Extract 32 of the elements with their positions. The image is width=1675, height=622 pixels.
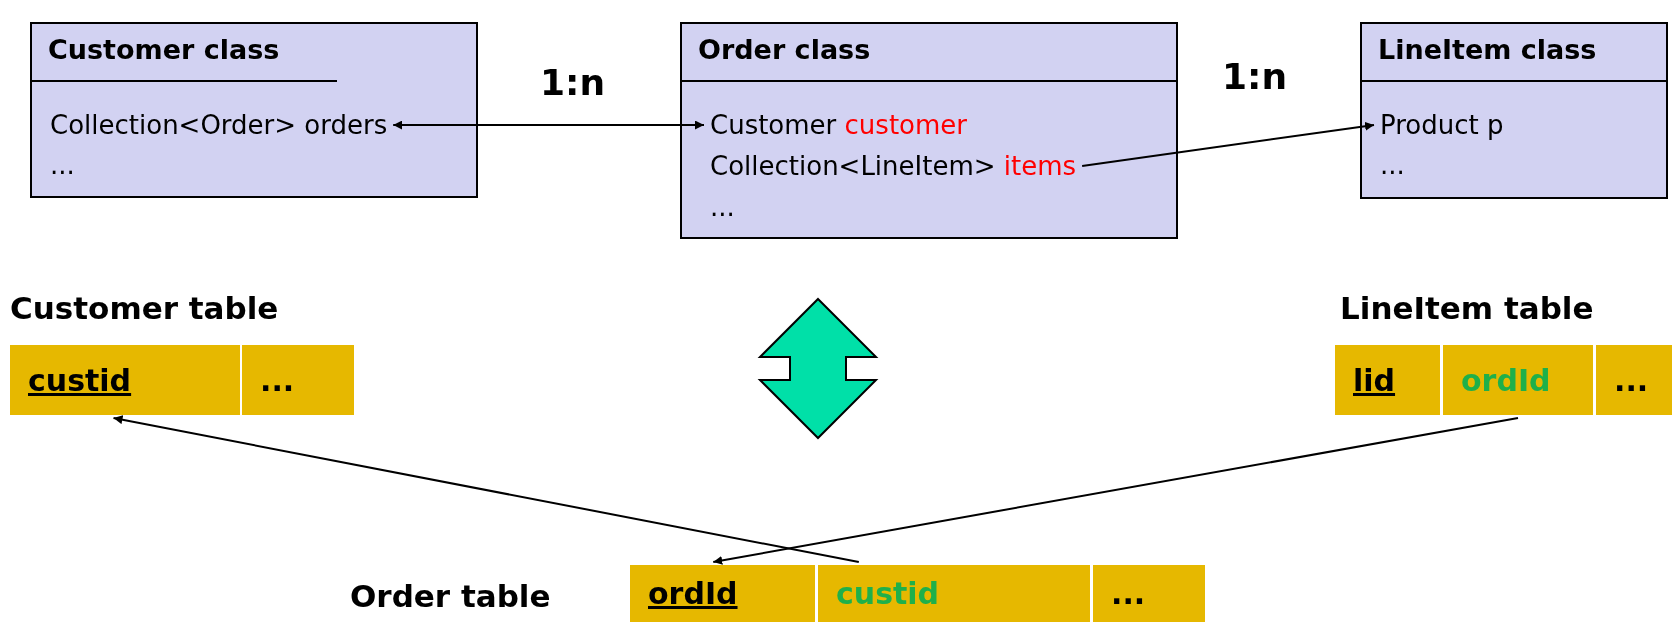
table-heading: Order table bbox=[350, 578, 551, 614]
attribute-name: customer bbox=[844, 110, 967, 140]
class-box bbox=[1360, 22, 1668, 199]
arrow bbox=[112, 415, 860, 563]
class-name: Customer class bbox=[48, 34, 280, 65]
table-cell: ... bbox=[1596, 345, 1672, 415]
attribute-text: Collection<Order> orders bbox=[50, 110, 388, 140]
class-name: Order class bbox=[698, 34, 871, 65]
table-cell: ordId bbox=[1443, 345, 1593, 415]
attribute-name: items bbox=[1003, 151, 1077, 181]
arrow bbox=[712, 417, 1519, 565]
table-heading: LineItem table bbox=[1340, 290, 1594, 326]
attribute-text: Product p bbox=[1380, 110, 1504, 140]
edge-label: 1:n bbox=[540, 62, 606, 103]
table-cell: lid bbox=[1335, 345, 1440, 415]
table-heading: Customer table bbox=[10, 290, 279, 326]
class-box bbox=[30, 22, 478, 198]
arrow bbox=[1081, 121, 1375, 167]
attribute-text: ... bbox=[50, 150, 75, 180]
table-cell: custid bbox=[818, 565, 1090, 622]
attribute-text: ... bbox=[1380, 150, 1405, 180]
class-box bbox=[680, 22, 1178, 239]
attribute-text: ... bbox=[710, 192, 735, 222]
class-name: LineItem class bbox=[1378, 34, 1597, 65]
table-cell: ordId bbox=[630, 565, 815, 622]
attribute-type: Customer bbox=[710, 110, 837, 140]
arrow bbox=[392, 120, 705, 130]
table-cell: ... bbox=[242, 345, 354, 415]
table-cell: ... bbox=[1093, 565, 1205, 622]
table-cell: custid bbox=[10, 345, 240, 415]
edge-label: 1:n bbox=[1222, 56, 1288, 97]
attribute-type: Collection<LineItem> bbox=[710, 151, 996, 181]
